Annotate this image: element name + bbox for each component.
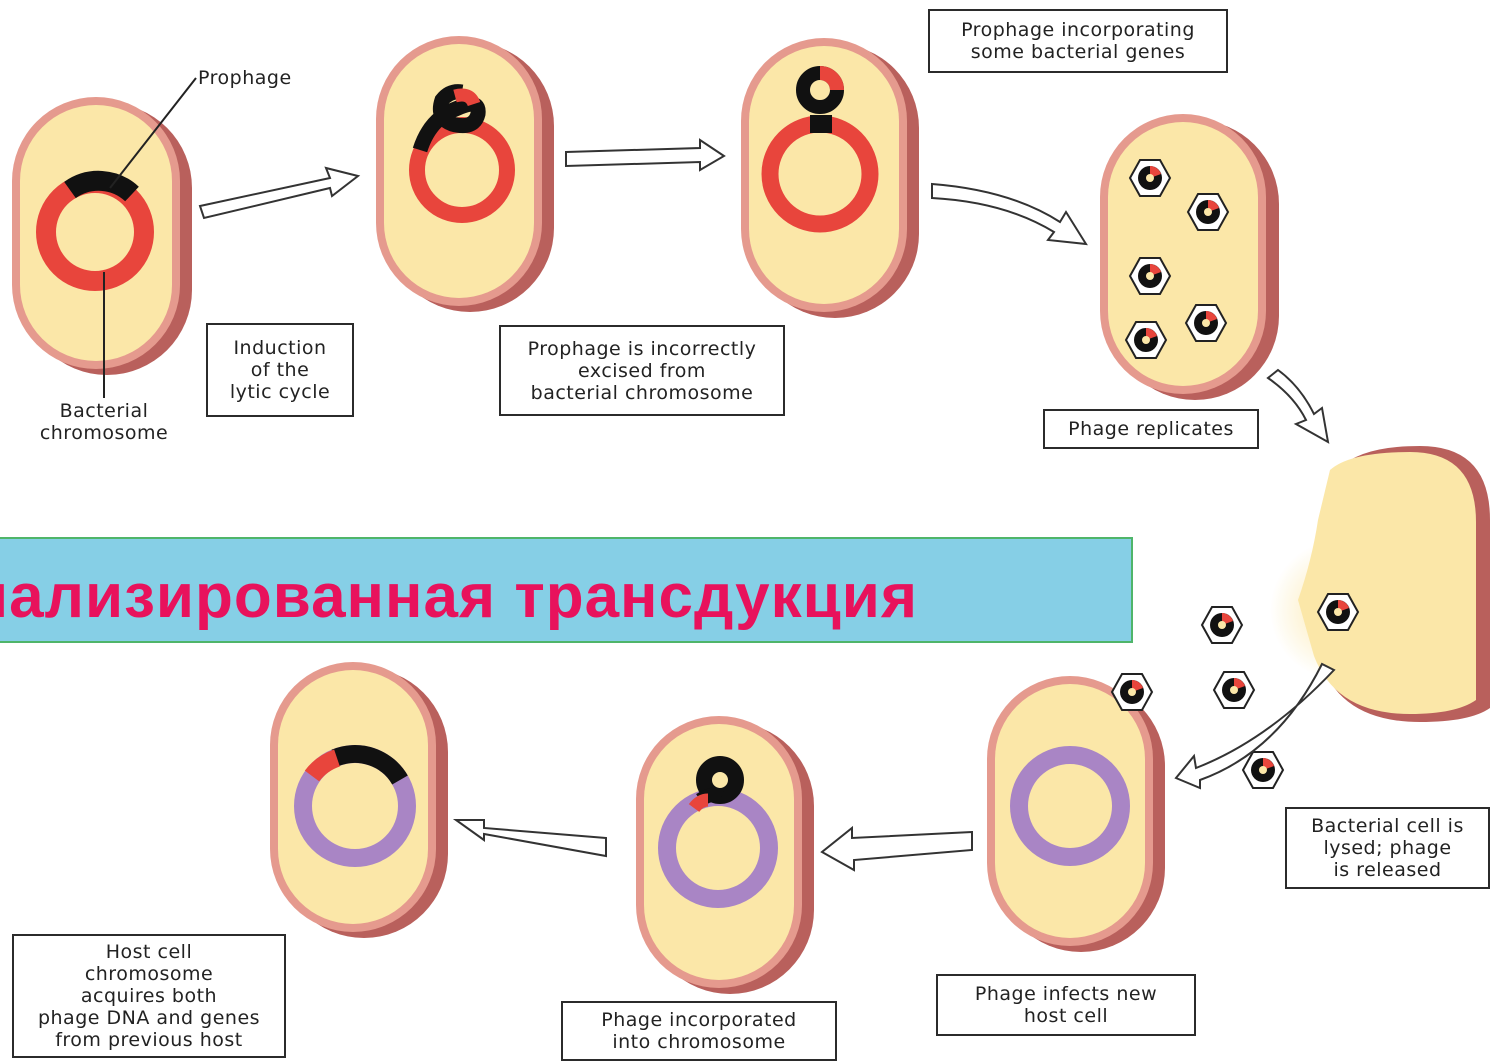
incorporated-box: Phage incorporated into chromosome [561, 1001, 837, 1061]
incorporating-box: Prophage incorporating some bacterial ge… [928, 9, 1228, 73]
prophage-label: Prophage [198, 67, 292, 89]
incorporated-text: Phage incorporated into chromosome [601, 1009, 796, 1053]
incorporating-text: Prophage incorporating some bacterial ge… [961, 19, 1195, 63]
arrow-1 [200, 168, 358, 218]
phage-particle [1202, 607, 1242, 643]
lysed-text: Bacterial cell is lysed; phage is releas… [1311, 815, 1464, 881]
title-banner: иализированная трансдукция [0, 537, 1133, 643]
infects-box: Phage infects new host cell [936, 974, 1196, 1036]
incorrect-excision-text: Prophage is incorrectly excised from bac… [528, 338, 757, 404]
replicates-box: Phage replicates [1043, 409, 1259, 449]
arrow-6 [822, 828, 972, 870]
arrow-3 [932, 184, 1086, 244]
phage-particle [1112, 674, 1152, 710]
replicates-text: Phage replicates [1068, 418, 1234, 440]
arrow-2 [566, 140, 724, 170]
cell-4 [1100, 114, 1279, 400]
incorrect-excision-box: Prophage is incorrectly excised from bac… [499, 325, 785, 416]
induction-text: Induction of the lytic cycle [230, 337, 330, 403]
phage-particle [1318, 594, 1358, 630]
banner-title: иализированная трансдукция [0, 561, 918, 632]
phage-particle [1243, 752, 1283, 788]
phage-particle [1130, 258, 1170, 294]
arrow-7 [456, 820, 606, 856]
lysed-box: Bacterial cell is lysed; phage is releas… [1285, 807, 1490, 889]
bacterial-chromosome-label: Bacterial chromosome [28, 400, 180, 444]
phage-particle [1214, 672, 1254, 708]
phage-particle [1186, 305, 1226, 341]
cell-2 [376, 36, 554, 312]
host-acquires-text: Host cell chromosome acquires both phage… [38, 941, 260, 1051]
phage-particle [1188, 194, 1228, 230]
phage-particle [1130, 160, 1170, 196]
phage-particle [1126, 322, 1166, 358]
host-acquires-box: Host cell chromosome acquires both phage… [12, 934, 286, 1058]
infects-text: Phage infects new host cell [975, 983, 1157, 1027]
induction-box: Induction of the lytic cycle [206, 323, 354, 417]
arrow-4 [1268, 370, 1328, 442]
cell-lysed [1270, 446, 1490, 722]
